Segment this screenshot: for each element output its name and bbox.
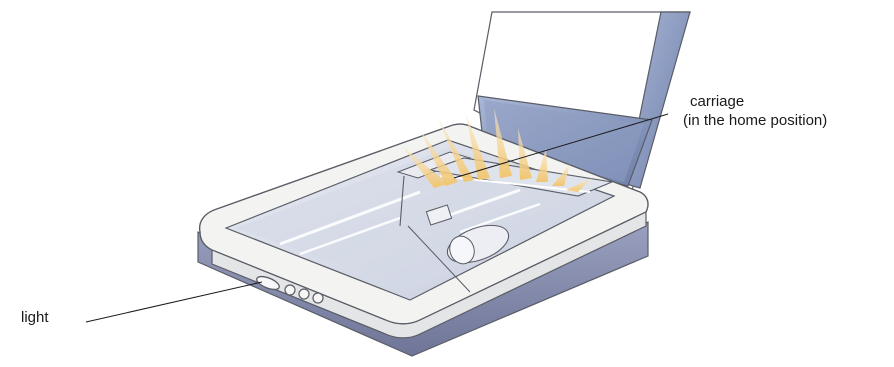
front-panel [256,275,324,304]
panel-button-3 [312,292,324,304]
panel-button-1 [284,284,296,296]
indicator-light [256,275,280,291]
scanner-lid [473,11,691,191]
light-callout-label: light [21,309,49,326]
carriage-callout-detail: (in the home position) [683,112,828,129]
carriage-leader-line [453,113,669,179]
carriage-callout-label: carriage [690,93,745,110]
light-leader-line [85,281,263,323]
light-beams [402,108,592,192]
panel-button-2 [298,288,310,300]
scanner-interior [396,151,510,293]
